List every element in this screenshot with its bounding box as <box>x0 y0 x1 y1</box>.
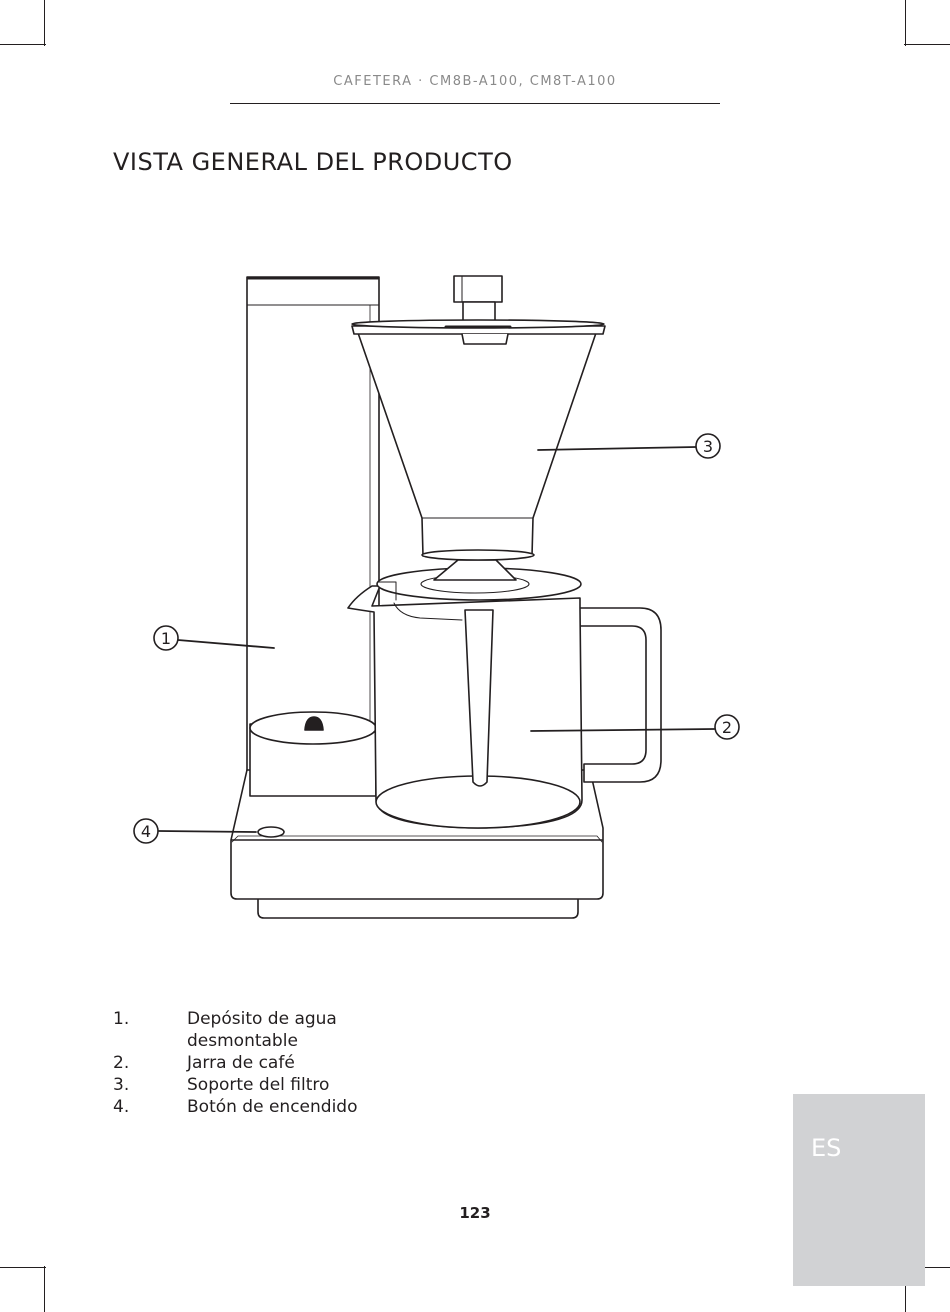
language-tab-label: ES <box>811 1134 842 1162</box>
page-title: VISTA GENERAL DEL PRODUCTO <box>113 148 513 176</box>
filter-holder-drawing <box>351 275 606 561</box>
svg-text:2: 2 <box>722 718 732 737</box>
list-item-label: Depósito de agua desmontable <box>187 1009 337 1051</box>
carafe-handle-drawing <box>579 607 662 783</box>
callout-leaders <box>158 446 715 833</box>
svg-text:1: 1 <box>161 629 171 648</box>
crop-mark <box>905 0 906 46</box>
callout-2: 2 <box>714 714 740 740</box>
list-item: 3. Soporte del filtro <box>113 1074 367 1096</box>
language-tab: ES <box>793 1094 925 1286</box>
crop-mark <box>904 1267 950 1268</box>
reservoir-drawing <box>249 711 377 797</box>
list-item: 2. Jarra de café <box>113 1052 367 1074</box>
crop-mark <box>0 1267 46 1268</box>
water-tank-drawing <box>246 276 380 778</box>
crop-mark <box>0 44 46 45</box>
list-item-label: Botón de encendido <box>187 1097 358 1117</box>
list-item-number: 3. <box>113 1075 130 1095</box>
coffee-maker-illustration: 1 2 3 4 <box>133 275 740 919</box>
crop-mark <box>44 1266 45 1312</box>
list-item-number: 1. <box>113 1009 130 1029</box>
power-button-drawing <box>257 826 285 838</box>
running-header: CAFETERA · CM8B-A100, CM8T-A100 <box>333 74 617 89</box>
crop-mark <box>904 44 950 45</box>
list-item-number: 4. <box>113 1097 130 1117</box>
svg-text:3: 3 <box>703 437 713 456</box>
parts-list: 1. Depósito de agua desmontable 2. Jarra… <box>113 1008 367 1118</box>
callout-3: 3 <box>695 433 721 459</box>
header-rule <box>230 103 720 104</box>
list-item-label: Soporte del filtro <box>187 1075 330 1095</box>
callout-1: 1 <box>153 625 179 651</box>
list-item-number: 2. <box>113 1053 130 1073</box>
svg-text:4: 4 <box>141 822 151 841</box>
callout-4: 4 <box>133 818 159 844</box>
crop-mark <box>44 0 45 46</box>
list-item: 1. Depósito de agua desmontable <box>113 1008 367 1052</box>
page-number: 123 <box>459 1204 491 1222</box>
crop-mark <box>905 1266 906 1312</box>
list-item: 4. Botón de encendido <box>113 1096 367 1118</box>
list-item-label: Jarra de café <box>187 1053 295 1073</box>
